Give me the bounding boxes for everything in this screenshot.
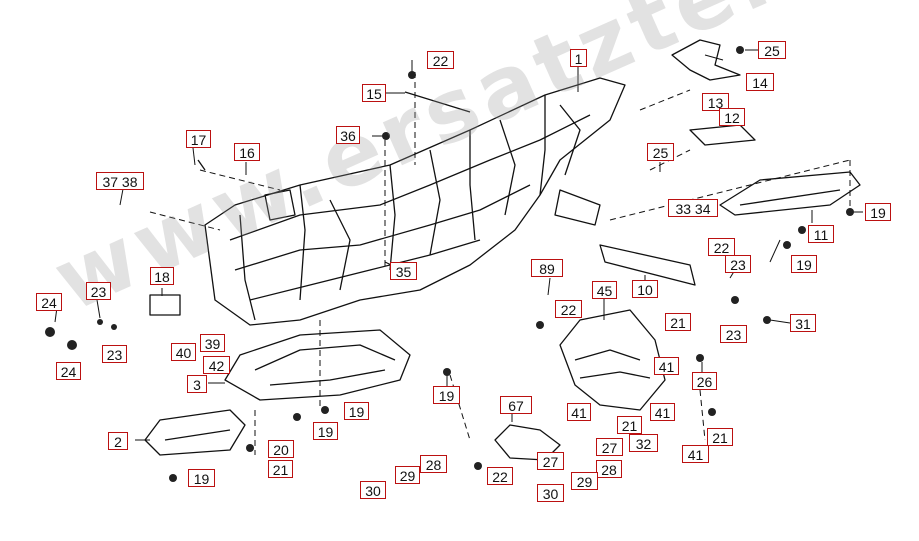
fasteners xyxy=(45,46,854,482)
top-bracket xyxy=(671,39,741,81)
callout-32: 32 xyxy=(629,434,658,452)
callout-13: 13 xyxy=(702,93,729,111)
callout-39: 39 xyxy=(200,334,225,352)
callout-18: 18 xyxy=(150,267,174,285)
callout-23-d: 23 xyxy=(102,345,127,363)
callout-19-a: 19 xyxy=(433,386,460,404)
callout-4-5: 45 xyxy=(592,281,617,299)
callout-22-d: 22 xyxy=(487,467,513,485)
callout-26: 26 xyxy=(692,372,717,390)
rear-skid-plate xyxy=(719,171,861,216)
callout-19-f: 19 xyxy=(865,203,891,221)
callout-19-c: 19 xyxy=(313,422,338,440)
crossbar xyxy=(599,244,696,286)
callout-22: 22 xyxy=(427,51,454,69)
mount-18 xyxy=(149,294,181,316)
callout-29-b: 29 xyxy=(571,472,598,490)
callout-25-b: 25 xyxy=(647,143,674,161)
callout-30-b: 30 xyxy=(537,484,564,502)
assembly-lines xyxy=(149,72,851,455)
callout-22-b: 22 xyxy=(708,238,735,256)
callout-29-a: 29 xyxy=(395,466,420,484)
callout-20: 20 xyxy=(268,440,294,458)
front-skid-plate xyxy=(224,329,411,401)
callout-27-a: 27 xyxy=(596,438,623,456)
callout-3: 3 xyxy=(187,375,207,393)
callout-17: 17 xyxy=(186,130,211,148)
callout-40: 40 xyxy=(171,343,196,361)
callout-27-b: 27 xyxy=(537,452,564,470)
callout-21-d: 21 xyxy=(268,460,293,478)
callout-31: 31 xyxy=(790,314,816,332)
lower-plate xyxy=(144,409,246,456)
callout-23-b: 23 xyxy=(86,282,111,300)
callout-6-7: 67 xyxy=(500,396,532,414)
callout-23-a: 23 xyxy=(725,255,751,273)
side-guard xyxy=(559,309,666,411)
callout-36: 36 xyxy=(336,126,360,144)
harness-bracket xyxy=(494,424,561,461)
callout-41-c: 41 xyxy=(650,403,675,421)
callout-19-d: 19 xyxy=(188,469,215,487)
callout-21-a: 21 xyxy=(665,313,691,331)
callout-42: 42 xyxy=(203,356,230,374)
callout-30-a: 30 xyxy=(360,481,386,499)
callout-41-b: 41 xyxy=(567,403,591,421)
callout-24-b: 24 xyxy=(56,362,81,380)
callout-2: 2 xyxy=(108,432,128,450)
callout-12: 12 xyxy=(719,108,745,126)
callout-21-c: 21 xyxy=(707,428,733,446)
callout-33-34: 33 34 xyxy=(668,199,718,217)
callout-15: 15 xyxy=(362,84,386,102)
callout-21-b: 21 xyxy=(617,416,642,434)
rod-15 xyxy=(404,91,471,113)
callout-11: 11 xyxy=(808,225,834,243)
callout-19-e: 19 xyxy=(791,255,817,273)
main-frame xyxy=(204,77,626,326)
callout-22-c: 22 xyxy=(555,300,582,318)
callout-28-a: 28 xyxy=(420,455,447,473)
callout-23-c: 23 xyxy=(720,325,747,343)
callout-41-a: 41 xyxy=(654,357,679,375)
callout-24-a: 24 xyxy=(36,293,62,311)
callout-1: 1 xyxy=(570,49,587,67)
bolt-17 xyxy=(197,159,206,171)
callout-16: 16 xyxy=(234,143,260,161)
callout-14: 14 xyxy=(746,73,774,91)
callout-25: 25 xyxy=(758,41,786,59)
callout-19-b: 19 xyxy=(344,402,369,420)
callout-37-38: 37 38 xyxy=(96,172,144,190)
callout-28-b: 28 xyxy=(596,460,622,478)
callout-8-9: 89 xyxy=(531,259,563,277)
plate-12 xyxy=(689,124,756,146)
callout-10: 10 xyxy=(632,280,658,298)
callout-41-d: 41 xyxy=(682,445,709,463)
callout-35: 35 xyxy=(390,262,417,280)
